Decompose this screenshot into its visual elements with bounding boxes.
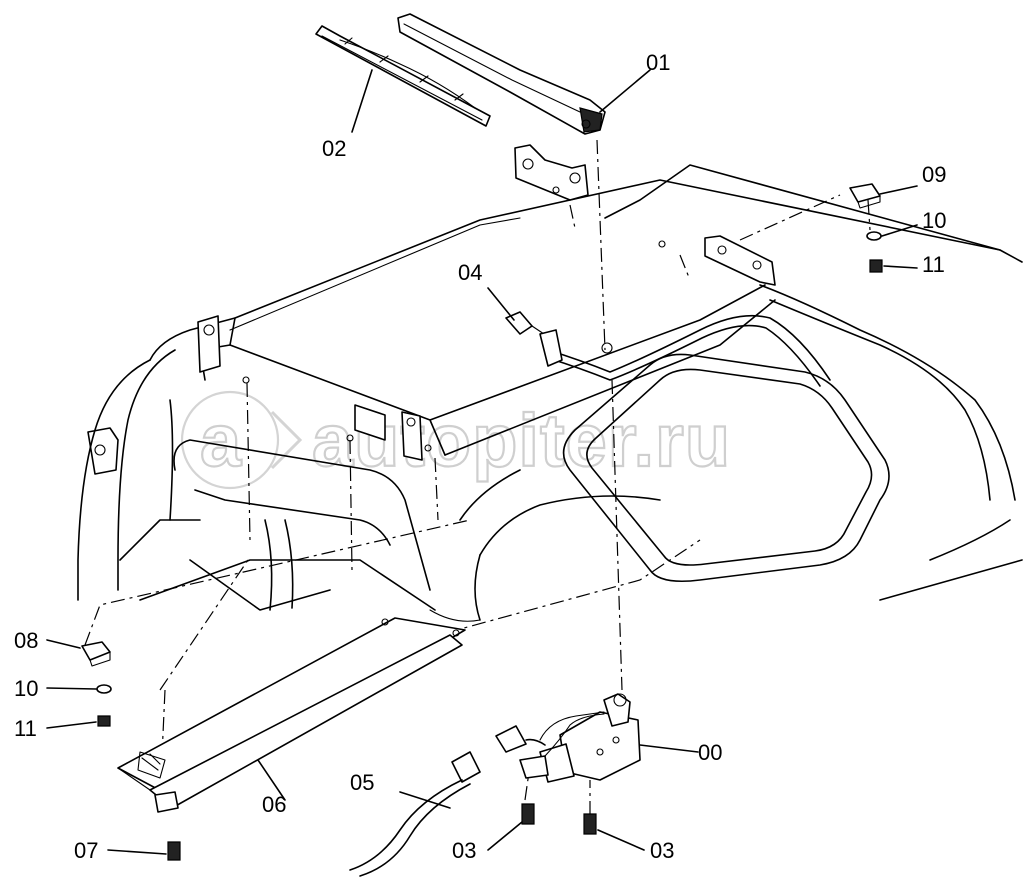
washer-right (866, 231, 882, 241)
wiper-cover (117, 617, 466, 813)
watermark-text: autopiter.ru (312, 399, 731, 482)
wiper-motor (495, 693, 641, 783)
bracket-left (81, 641, 111, 667)
wiper-mounting-frame (197, 144, 831, 461)
callout-labels: 01 02 04 09 10 11 08 10 11 07 00 05 06 0… (14, 50, 946, 863)
callout-00: 00 (698, 740, 722, 765)
callout-09: 09 (922, 162, 946, 187)
callout-04: 04 (458, 260, 482, 285)
bolt-right (869, 259, 883, 273)
callout-11-right: 11 (922, 252, 945, 277)
callout-leaders (46, 69, 918, 855)
watermark: a autopiter.ru (180, 390, 731, 490)
bolt-cover (167, 841, 181, 861)
wiring-harness (349, 751, 481, 877)
bolt-motor-right (583, 813, 597, 835)
callout-11-left: 11 (14, 716, 37, 741)
callout-03-left: 03 (452, 838, 476, 863)
bolt-motor-left (521, 803, 535, 825)
callout-03-right: 03 (650, 838, 674, 863)
callout-10-right: 10 (922, 208, 946, 233)
callout-08: 08 (14, 628, 38, 653)
callout-00-motor: 01 (646, 50, 670, 75)
bolt-left (97, 715, 111, 727)
bracket-right (849, 183, 881, 209)
callout-06: 06 (262, 792, 286, 817)
wiper-blade (315, 25, 491, 127)
callout-10-left: 10 (14, 676, 38, 701)
callout-02: 02 (322, 136, 346, 161)
watermark-logo-letter: a (200, 399, 242, 482)
wiper-arm (397, 13, 606, 135)
washer-left (96, 684, 112, 694)
callout-05: 05 (350, 770, 374, 795)
callout-07: 07 (74, 838, 98, 863)
